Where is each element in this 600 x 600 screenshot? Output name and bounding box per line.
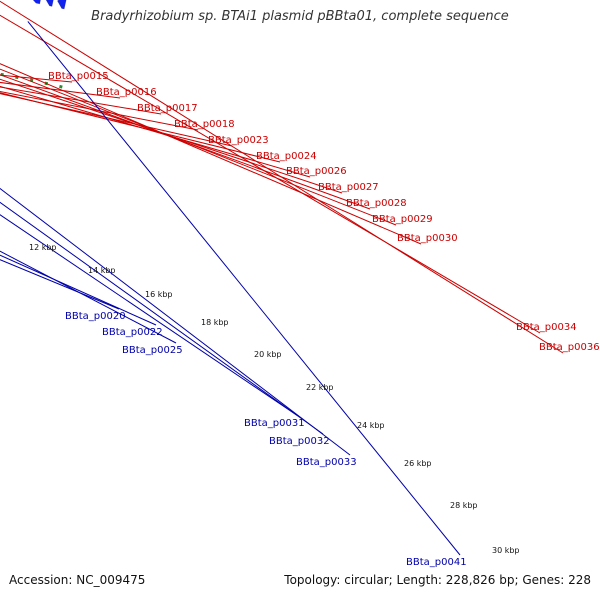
reverse-gene-label: BBta_p0041 [406, 557, 467, 568]
forward-leader-line [0, 0, 564, 354]
forward-gene-label: BBta_p0028 [346, 198, 407, 209]
kbp-tick-label: 12 kbp [29, 243, 57, 252]
forward-leader-line [0, 86, 162, 115]
forward-leader-line [0, 14, 541, 334]
forward-leader-line [0, 91, 199, 131]
label-leader-lines [0, 0, 564, 556]
kbp-tick-label: 28 kbp [450, 501, 478, 510]
forward-gene-label: BBta_p0027 [318, 182, 379, 193]
forward-gene-label: BBta_p0015 [48, 71, 109, 82]
kbp-tick-label: 24 kbp [357, 421, 385, 430]
reverse-gene-labels: BBta_p0020BBta_p0022BBta_p0025BBta_p0031… [65, 311, 467, 568]
forward-gene-label: BBta_p0026 [286, 166, 347, 177]
forward-leader-line [0, 63, 422, 245]
forward-gene-label: BBta_p0017 [137, 103, 198, 114]
reverse-gene-label: BBta_p0032 [269, 436, 330, 447]
forward-gene-label: BBta_p0016 [96, 87, 157, 98]
reverse-leader-line [0, 259, 120, 310]
forward-gene-label: BBta_p0018 [174, 119, 235, 130]
reverse-gene-label: BBta_p0033 [296, 457, 357, 468]
reverse-gene-8[interactable] [29, 0, 43, 5]
accession-text: Accession: NC_009475 [9, 573, 146, 587]
forward-leader-line [0, 78, 343, 194]
reverse-genes [29, 0, 67, 10]
kbp-tick-label: 20 kbp [254, 350, 282, 359]
topology-info: Topology: circular; Length: 228,826 bp; … [284, 573, 591, 587]
forward-leader-line [0, 93, 233, 147]
forward-gene-label: BBta_p0034 [516, 322, 577, 333]
reverse-gene-10[interactable] [57, 0, 67, 10]
reverse-gene-label: BBta_p0022 [102, 327, 163, 338]
forward-leader-line [0, 81, 121, 99]
forward-gene-label: BBta_p0024 [256, 151, 317, 162]
kbp-tick-labels: 12 kbp 14 kbp 16 kbp 18 kbp 20 kbp 22 kbp 24 k… [29, 243, 520, 555]
reverse-gene-9[interactable] [45, 0, 55, 7]
forward-leader-line [0, 74, 371, 210]
reverse-leader-line [0, 250, 177, 344]
reverse-gene-label: BBta_p0020 [65, 311, 126, 322]
forward-gene-label: BBta_p0036 [539, 342, 600, 353]
map-title: Bradyrhizobium sp. BTAi1 plasmid pBBta01… [91, 9, 509, 24]
reverse-leader-line [0, 214, 299, 417]
reverse-leader-line [0, 201, 324, 435]
reverse-gene-label: BBta_p0031 [244, 418, 305, 429]
reverse-gene-label: BBta_p0025 [122, 345, 183, 356]
forward-gene-labels: BBta_p0015BBta_p0016BBta_p0017BBta_p0018… [48, 71, 600, 353]
forward-gene-label: BBta_p0029 [372, 214, 433, 225]
reverse-leader-line [27, 21, 461, 556]
kbp-tick-label: 14 kbp [88, 266, 116, 275]
kbp-tick-label: 26 kbp [404, 459, 432, 468]
kbp-tick-label: 30 kbp [492, 546, 520, 555]
kbp-tick-label: 22 kbp [306, 383, 334, 392]
forward-gene-label: BBta_p0030 [397, 233, 458, 244]
forward-leader-line [0, 68, 397, 226]
kbp-tick-label: 18 kbp [201, 318, 229, 327]
forward-gene-label: BBta_p0023 [208, 135, 269, 146]
reverse-leader-line [0, 187, 351, 456]
kbp-tick-label: 16 kbp [145, 290, 173, 299]
